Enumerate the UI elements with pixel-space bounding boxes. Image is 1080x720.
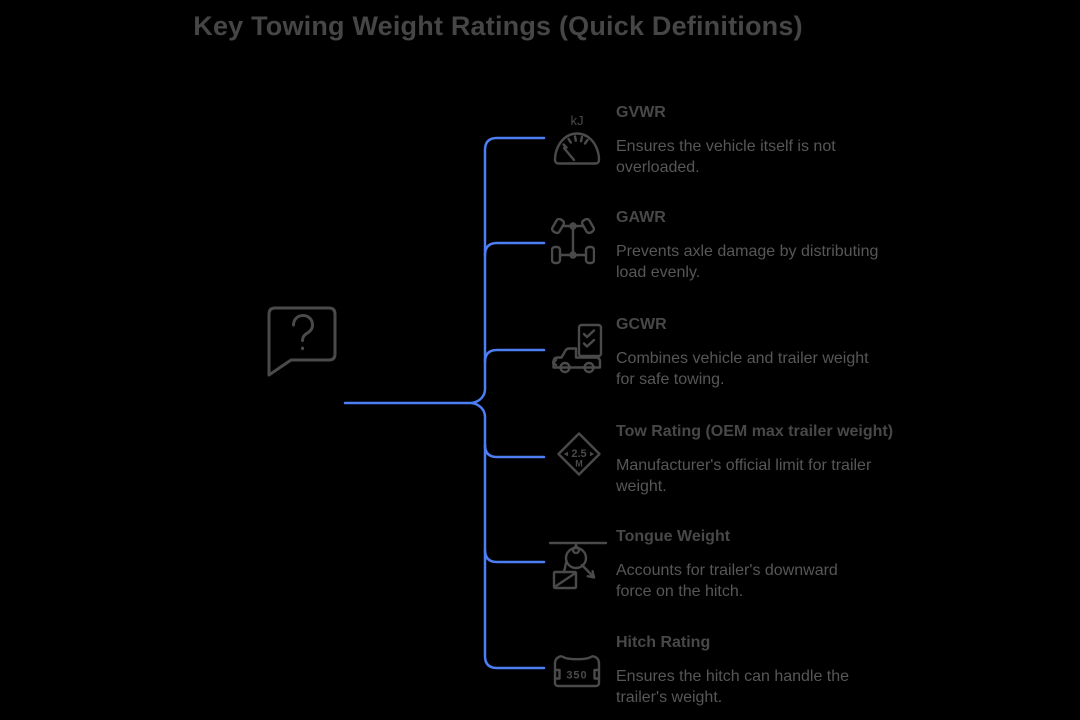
branch-tow-line [483,443,546,459]
branch-gvwr-line [470,136,546,405]
question-bubble-icon [267,306,337,377]
item-tow-rating-description: Manufacturer's official limit for traile… [616,457,872,495]
branch-gawr-line [483,241,546,257]
item-gcwr: GCWR Combines vehicle and trailer weight… [616,314,938,390]
item-gawr: GAWR Prevents axle damage by distributin… [616,207,938,283]
item-gawr-heading: GAWR [616,209,666,226]
item-hitch-rating-description: Ensures the hitch can handle the trailer… [616,668,850,706]
item-gvwr-description: Ensures the vehicle itself is not overlo… [616,138,836,176]
tow-rating-icon-label: 2.5 [571,448,586,460]
page-title: Key Towing Weight Ratings (Quick Definit… [193,11,803,41]
gvwr-gauge-icon: kJ [553,113,601,165]
item-hitch-rating: Hitch Rating Ensures the hitch can handl… [616,632,938,708]
item-tow-rating: Tow Rating (OEM max trailer weight) Manu… [616,421,938,497]
item-gawr-description: Prevents axle damage by distributing loa… [616,243,879,281]
hitch-rating-weight-icon: 350 [553,655,601,688]
item-tongue-weight-heading: Tongue Weight [616,528,731,545]
branch-gcwr-line [483,348,546,364]
item-gcwr-heading: GCWR [616,316,667,333]
item-gcwr-description: Combines vehicle and trailer weight for … [616,350,869,388]
hitch-rating-icon-label: 350 [566,670,587,682]
branch-hitch-line [470,401,546,670]
item-tongue-weight-description: Accounts for trailer's downward force on… [616,562,838,600]
item-gvwr-heading: GVWR [616,104,666,121]
gawr-axle-icon [551,218,595,265]
tongue-weight-pulley-icon [549,541,607,590]
gvwr-icon-label: kJ [571,113,584,128]
item-tongue-weight: Tongue Weight Accounts for trailer's dow… [616,526,938,602]
gcwr-truck-checklist-icon [552,323,603,374]
branch-tongue-line [483,548,546,564]
tow-rating-sign-icon: 2.5 M [557,432,601,476]
item-hitch-rating-heading: Hitch Rating [616,634,711,651]
item-gvwr: GVWR Ensures the vehicle itself is not o… [616,102,938,178]
item-tow-rating-heading: Tow Rating (OEM max trailer weight) [616,423,894,440]
tow-rating-icon-sublabel: M [575,459,583,469]
